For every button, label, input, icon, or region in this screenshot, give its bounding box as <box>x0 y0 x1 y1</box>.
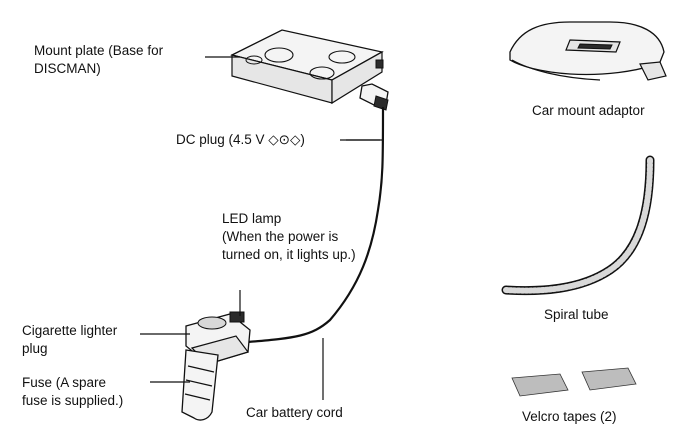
label-car-battery-cord: Car battery cord <box>246 405 343 420</box>
label-fuse: Fuse (A spare fuse is supplied.) <box>22 375 124 408</box>
label-spiral-tube: Spiral tube <box>544 307 609 322</box>
label-mount-plate: Mount plate (Base for DISCMAN) <box>34 43 164 76</box>
spiral-tube-icon <box>501 155 655 296</box>
label-dc-plug: DC plug (4.5 V ◇⊙◇) <box>176 132 305 147</box>
label-led-lamp: LED lamp (When the power is turned on, i… <box>222 211 356 262</box>
dc-plug-icon <box>359 83 389 111</box>
label-car-mount-adaptor: Car mount adaptor <box>532 103 645 118</box>
label-cigarette-lighter-plug: Cigarette lighter plug <box>22 323 118 356</box>
car-mount-adaptor-icon <box>509 21 667 81</box>
label-velcro-tapes: Velcro tapes (2) <box>522 409 617 424</box>
velcro-tape-icon <box>511 367 637 397</box>
cigarette-lighter-plug-icon <box>181 311 251 421</box>
mount-plate-icon <box>230 29 384 105</box>
